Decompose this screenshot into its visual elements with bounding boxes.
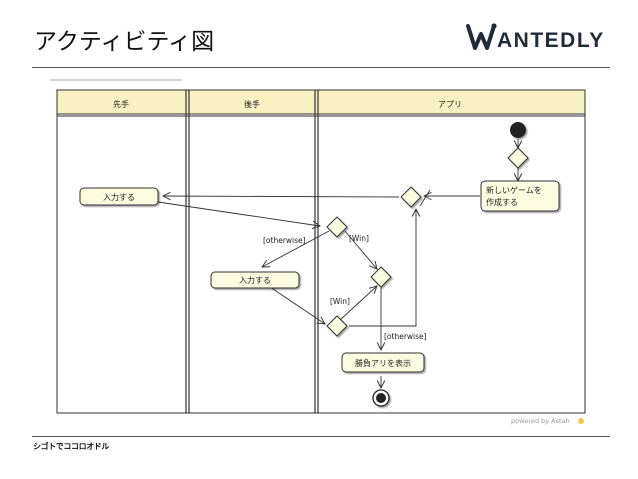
logo-w-mark	[466, 23, 497, 50]
wantedly-logo: ANTEDLY	[466, 23, 605, 52]
action-new-game-line1: 新しいゲームを	[486, 185, 542, 195]
flow-decision2-otherwise	[349, 209, 416, 327]
guard-win-second: [Win]	[330, 297, 350, 306]
action-second-input: 入力する	[210, 271, 300, 289]
control-flows	[157, 139, 518, 388]
final-node	[372, 389, 390, 407]
logo-wordmark: ANTEDLY	[497, 29, 605, 52]
header-divider	[32, 67, 610, 68]
flow-first-input-to-decision	[157, 201, 320, 226]
merge-node-top	[507, 147, 529, 169]
astah-watermark-icon	[578, 418, 584, 424]
fork-node	[400, 186, 422, 208]
action-new-game: 新しいゲームを 作成する	[480, 180, 560, 212]
merge-node-result	[370, 266, 392, 288]
flow-second-input-to-decision	[269, 286, 325, 324]
action-second-input-label: 入力する	[239, 275, 271, 285]
decision-node-first	[326, 216, 348, 238]
footer-divider	[32, 436, 610, 437]
slide-title: アクティビティ図	[34, 29, 215, 55]
guard-win-first: [Win]	[349, 234, 369, 243]
lane-header-second-player: 後手	[244, 99, 260, 109]
action-new-game-line2: 作成する	[486, 197, 518, 207]
astah-watermark: powered by Astah	[511, 417, 570, 425]
action-show-result: 勝負アリを表示	[341, 352, 425, 373]
flow-fork-to-first-input	[163, 196, 400, 197]
flow-crossing-bar	[419, 189, 431, 207]
lane-header-app: アプリ	[438, 100, 462, 109]
swimlane-frame	[56, 89, 586, 414]
guard-otherwise-second: [otherwise]	[384, 332, 427, 341]
decision-node-second	[326, 315, 348, 337]
guard-otherwise-first: [otherwise]	[263, 236, 306, 245]
footer-tagline: シゴトでココロオドル	[33, 442, 109, 451]
flow-decision2-win	[339, 286, 377, 321]
flow-decision-win	[344, 230, 377, 269]
initial-node	[510, 122, 526, 138]
action-first-input: 入力する	[79, 187, 159, 206]
flow-decision-otherwise	[262, 230, 330, 267]
lane-header-first-player: 先手	[113, 99, 129, 109]
action-show-result-label: 勝負アリを表示	[355, 358, 411, 368]
action-first-input-label: 入力する	[103, 192, 135, 202]
